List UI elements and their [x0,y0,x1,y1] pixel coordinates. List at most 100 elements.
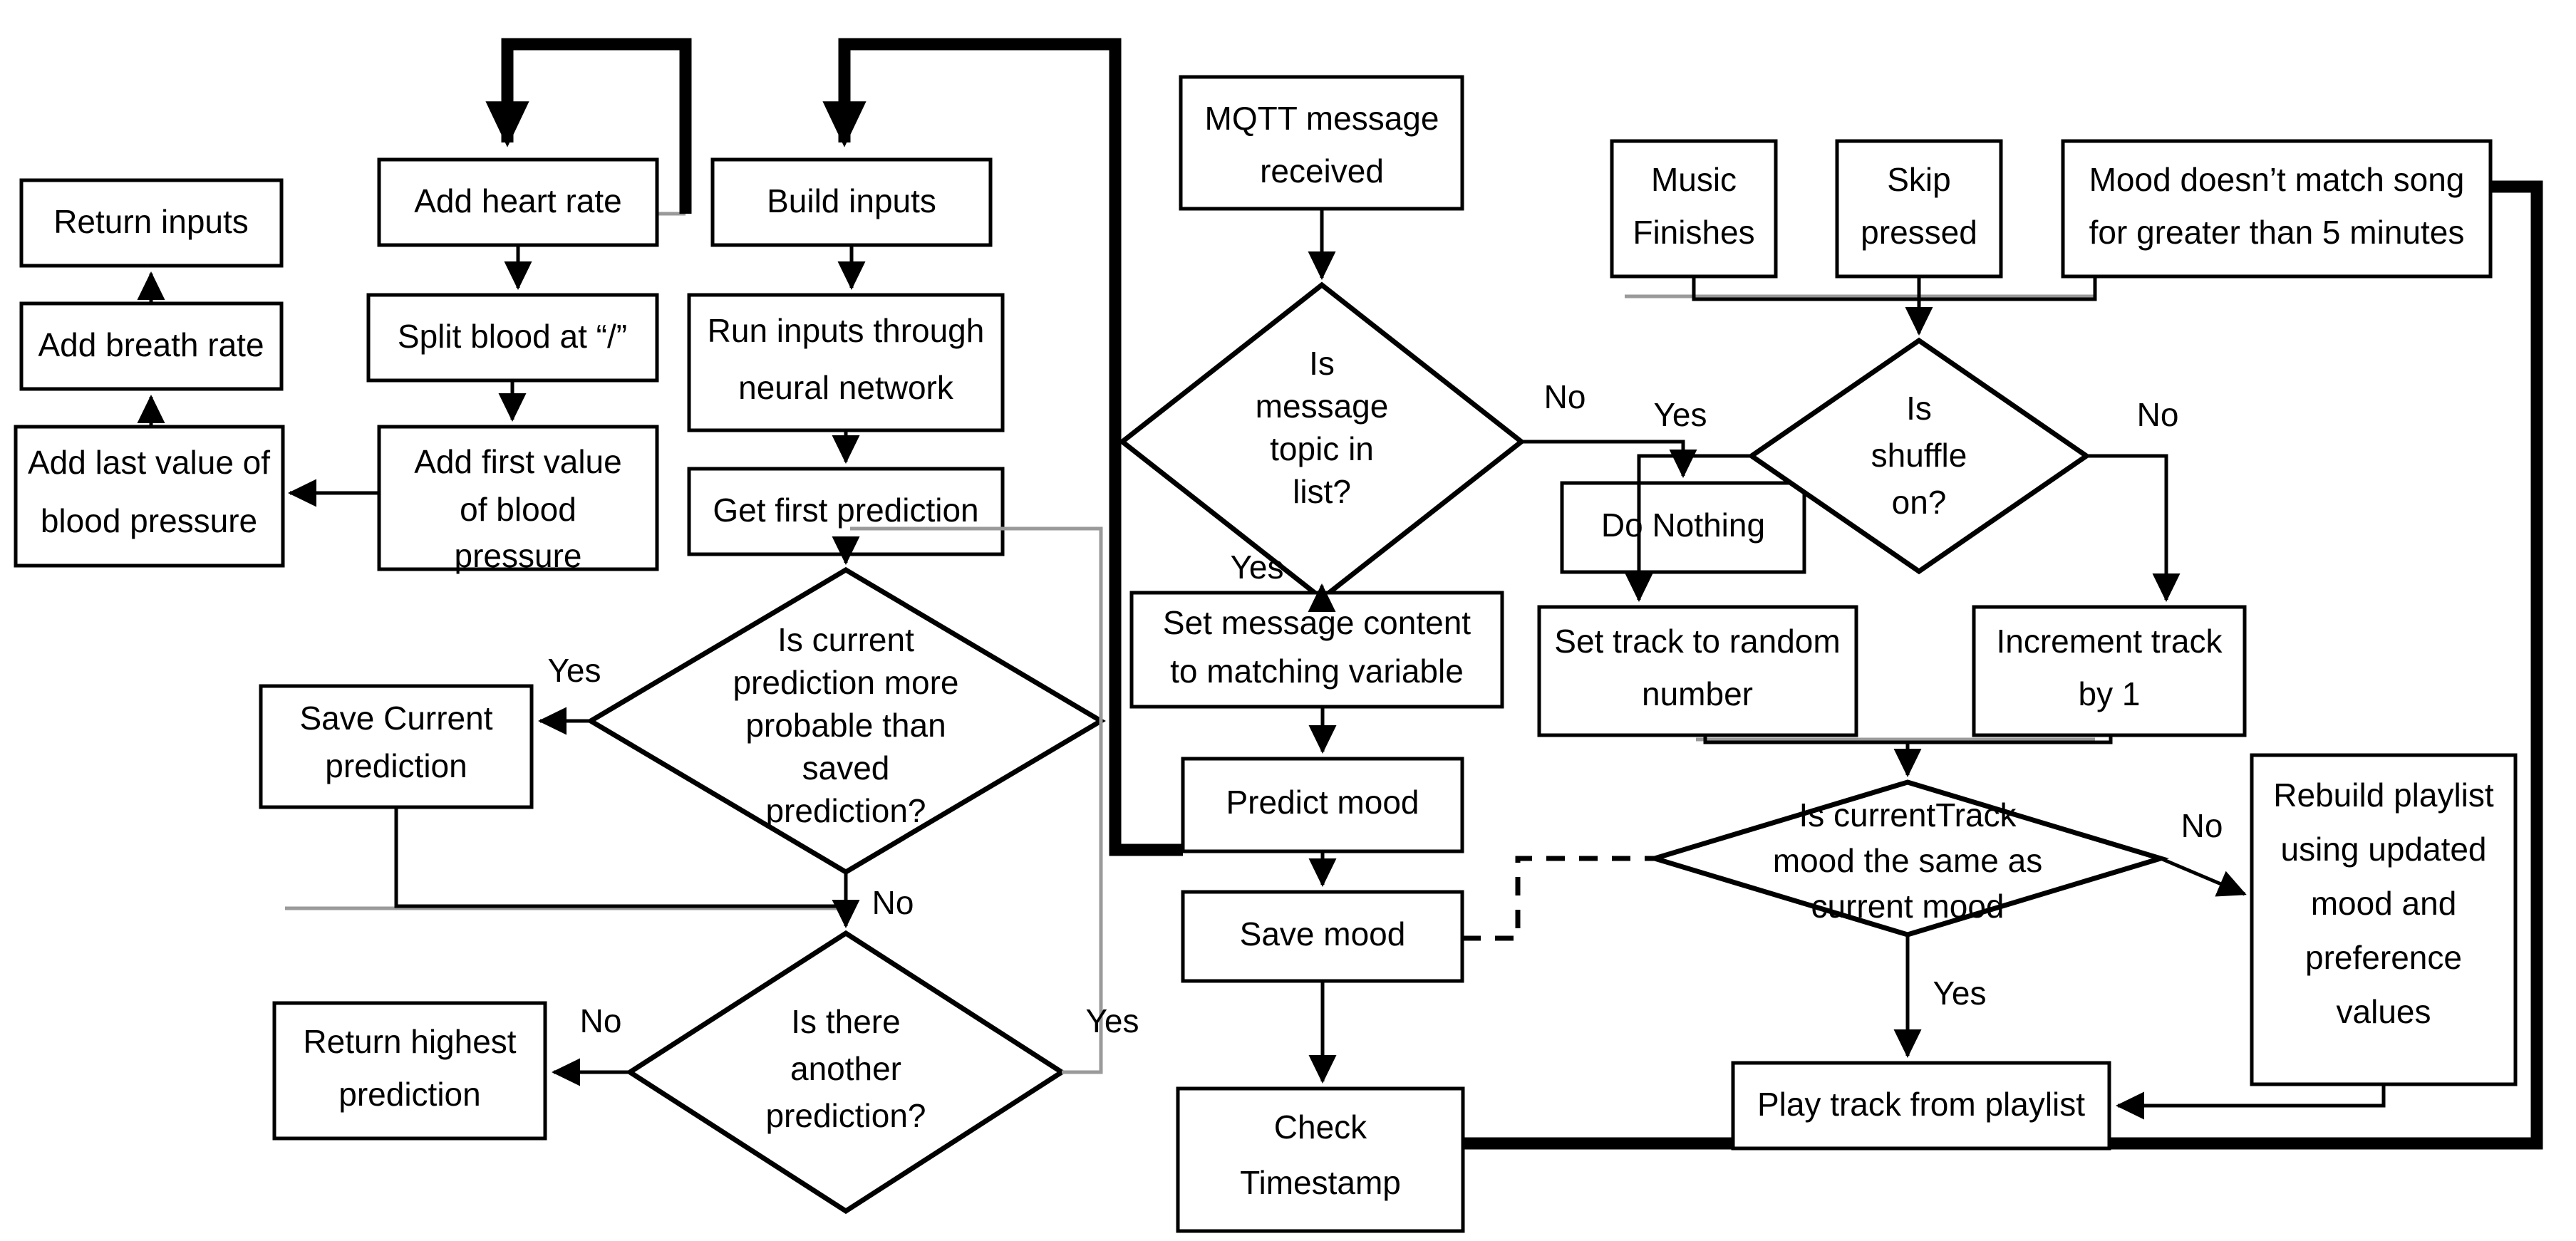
node-label-save-current-line2: prediction [325,747,467,784]
node-is-current-prediction-more-probable: Is current prediction more probable than… [586,566,1106,876]
node-label-rebuild-line5: values [2337,993,2431,1030]
node-label-set-track-random-line1: Set track to random [1554,623,1840,660]
node-check-timestamp: Check Timestamp [1176,1086,1465,1233]
node-label-set-msg-content-line1: Set message content [1163,604,1471,641]
node-mood-mismatch: Mood doesn’t match song for greater than… [2061,139,2493,279]
node-label-save-mood: Save mood [1240,915,1406,952]
node-label-is-current-pred-line5: prediction? [765,792,926,829]
node-label-mood-mismatch-line1: Mood doesn’t match song [2089,161,2465,198]
node-label-split-blood: Split blood at “/” [398,318,627,355]
node-label-rebuild-line2: using updated [2280,831,2486,868]
node-label-rebuild-line4: preference [2305,939,2462,976]
node-add-heart-rate: Add heart rate [377,157,659,247]
node-label-rebuild-line3: mood and [2311,885,2457,922]
node-label-rebuild-line1: Rebuild playlist [2273,777,2494,814]
node-label-set-track-random-line2: number [1642,675,1753,712]
node-rebuild-playlist: Rebuild playlist using updated mood and … [2250,753,2518,1086]
edge-label-pred-yes: Yes [547,652,601,689]
edge-label-topic-no: No [1544,378,1586,415]
node-run-inputs-nn: Run inputs through neural network [687,293,1005,432]
edge-currenttrack-no [2160,856,2247,897]
node-label-music-finishes-line2: Finishes [1633,214,1754,251]
node-music-finishes: Music Finishes [1610,139,1778,279]
edge-shuffle-yes [1625,454,1752,602]
node-get-first-prediction: Get first prediction [687,467,1005,556]
node-label-add-heart-rate: Add heart rate [414,182,622,219]
node-label-is-shuffle-line3: on? [1892,484,1947,521]
node-set-track-random: Set track to random number [1537,605,1858,737]
node-set-message-content-main: Set message content to matching variable [1129,591,1504,709]
node-label-play-track: Play track from playlist [1757,1086,2085,1123]
node-label-music-finishes-line1: Music [1651,161,1737,198]
node-label-is-shuffle-line2: shuffle [1871,437,1967,474]
node-return-inputs: Return inputs [19,178,284,268]
node-label-add-last-value-bp-line1: Add last value of [28,444,270,481]
node-label-return-highest-line2: prediction [338,1076,480,1113]
node-label-is-current-pred-line4: saved [802,749,890,786]
node-label-build-inputs: Build inputs [767,182,936,219]
node-label-is-msg-topic-line4: list? [1293,473,1351,510]
node-label-do-nothing: Do Nothing [1601,507,1765,544]
node-add-breath-rate: Add breath rate [19,301,284,391]
node-label-is-there-another-line2: another [790,1050,901,1087]
node-label-check-timestamp-line1: Check [1274,1108,1367,1146]
node-label-is-there-another-line3: prediction? [765,1097,926,1134]
node-label-skip-pressed-line2: pressed [1861,214,1977,251]
node-label-is-currenttrack-line3: current mood [1811,888,2004,925]
edge-merge-music-mood [1692,276,2097,301]
node-label-save-current-line1: Save Current [299,700,492,737]
node-predict-mood: Predict mood [1181,757,1464,853]
node-is-shuffle-on: Is shuffle on? [1747,337,2091,575]
node-label-return-highest-line1: Return highest [303,1023,516,1060]
edge-label-another-no: No [580,1002,622,1039]
node-label-skip-pressed-line1: Skip [1887,161,1950,198]
node-label-increment-track-line1: Increment track [1997,623,2223,660]
node-save-mood: Save mood [1181,890,1464,983]
edge-dashed-savemood-to-currenttrack [1462,856,1655,941]
node-return-highest-prediction: Return highest prediction [272,1001,547,1141]
edge-savecurrent-to-nojoin [394,807,846,908]
node-do-nothing: Do Nothing [1560,481,1806,574]
node-label-get-first-prediction: Get first prediction [713,492,978,529]
node-label-add-first-value-line2: of blood [460,491,576,528]
edge-thick-to-add-heart-rate [485,38,692,214]
node-label-is-msg-topic-line2: message [1256,388,1389,425]
node-is-there-another-prediction: Is there another prediction? [625,930,1067,1215]
node-label-is-msg-topic-line3: topic in [1270,430,1374,467]
node-is-message-topic-in-list: Is message topic in list? [1118,281,1526,602]
node-label-run-inputs-line1: Run inputs through [708,312,985,349]
node-label-add-first-value-line3: pressure [455,537,582,574]
node-label-is-current-pred-line1: Is current [777,621,914,658]
node-label-run-inputs-line2: neural network [738,369,954,406]
node-label-mood-mismatch-line2: for greater than 5 minutes [2089,214,2465,251]
edge-label-shuffle-yes: Yes [1653,396,1707,433]
node-label-is-there-another-line1: Is there [791,1003,900,1040]
node-build-inputs: Build inputs [710,157,993,247]
node-skip-pressed: Skip pressed [1835,139,2003,279]
edge-label-another-yes: Yes [1085,1002,1139,1039]
edge-label-pred-no: No [872,884,914,921]
node-play-track-from-playlist: Play track from playlist [1731,1061,2111,1151]
node-label-is-current-pred-line3: probable than [745,707,946,744]
edge-shuffle-no [2086,454,2181,602]
edge-label-shuffle-no: No [2137,396,2179,433]
node-label-is-shuffle-line1: Is [1906,390,1932,427]
node-label-add-breath-rate: Add breath rate [38,326,264,363]
edge-label-currenttrack-yes: Yes [1933,975,1986,1012]
node-label-check-timestamp-line2: Timestamp [1240,1164,1401,1201]
edge-topic-no [1521,440,1697,478]
node-label-return-inputs: Return inputs [53,203,249,240]
node-mqtt-message-received: MQTT message received [1179,75,1464,211]
node-label-predict-mood: Predict mood [1226,784,1419,821]
node-label-set-msg-content-line2: to matching variable [1170,653,1464,690]
node-label-mqtt-line1: MQTT message [1205,100,1439,137]
node-label-increment-track-line2: by 1 [2079,675,2141,712]
edge-label-topic-yes: Yes [1230,549,1283,586]
node-label-is-current-pred-line2: prediction more [733,664,958,701]
node-is-currenttrack-mood-same: Is currentTrack mood the same as current… [1645,779,2170,938]
edge-label-currenttrack-no: No [2181,807,2223,844]
node-label-is-currenttrack-line2: mood the same as [1773,842,2042,879]
node-label-is-currenttrack-line1: Is currentTrack [1799,796,2017,834]
node-add-first-value-bp: Add first value of blood pressure [377,425,659,574]
